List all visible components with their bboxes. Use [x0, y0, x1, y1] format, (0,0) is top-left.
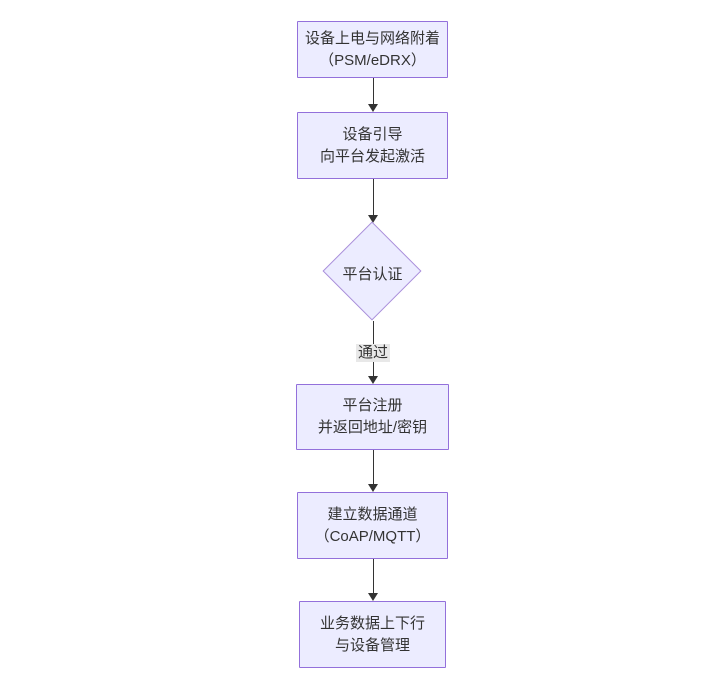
- node-text-line: 与设备管理: [334, 636, 410, 654]
- node-text-line: （PSM/eDRX）: [319, 51, 426, 69]
- flow-node-business-data: 业务数据上下行 与设备管理: [299, 601, 446, 668]
- node-text-line: 平台认证: [342, 266, 403, 283]
- arrowhead-down-icon: [368, 593, 378, 601]
- flow-arrow: [367, 179, 379, 223]
- arrowhead-down-icon: [368, 376, 378, 384]
- arrow-line: [373, 179, 374, 217]
- flow-arrow: [367, 450, 379, 492]
- arrow-line: [373, 450, 374, 486]
- node-text-line: 业务数据上下行: [319, 614, 425, 632]
- arrowhead-down-icon: [368, 215, 378, 223]
- arrowhead-down-icon: [368, 484, 378, 492]
- node-text-line: 设备引导: [342, 125, 403, 143]
- flow-arrow: [367, 559, 379, 601]
- node-text-line: （CoAP/MQTT）: [314, 527, 431, 545]
- node-text-line: 设备上电与网络附着: [304, 29, 440, 47]
- flow-node-device-bootstrap: 设备引导 向平台发起激活: [297, 112, 448, 179]
- edge-label-pass: 通过: [355, 344, 391, 362]
- flow-node-data-channel: 建立数据通道 （CoAP/MQTT）: [297, 492, 448, 559]
- arrow-line: [373, 559, 374, 595]
- node-text-line: 向平台发起激活: [319, 147, 425, 165]
- arrowhead-down-icon: [368, 104, 378, 112]
- arrow-line: [373, 78, 374, 106]
- node-text-line: 建立数据通道: [327, 505, 418, 523]
- flow-arrow: [367, 78, 379, 112]
- flow-node-platform-register: 平台注册 并返回地址/密钥: [296, 384, 449, 450]
- node-text-line: 平台注册: [342, 397, 403, 414]
- flow-node-device-power-attach: 设备上电与网络附着 （PSM/eDRX）: [297, 21, 448, 78]
- node-text-line: 并返回地址/密钥: [317, 419, 428, 436]
